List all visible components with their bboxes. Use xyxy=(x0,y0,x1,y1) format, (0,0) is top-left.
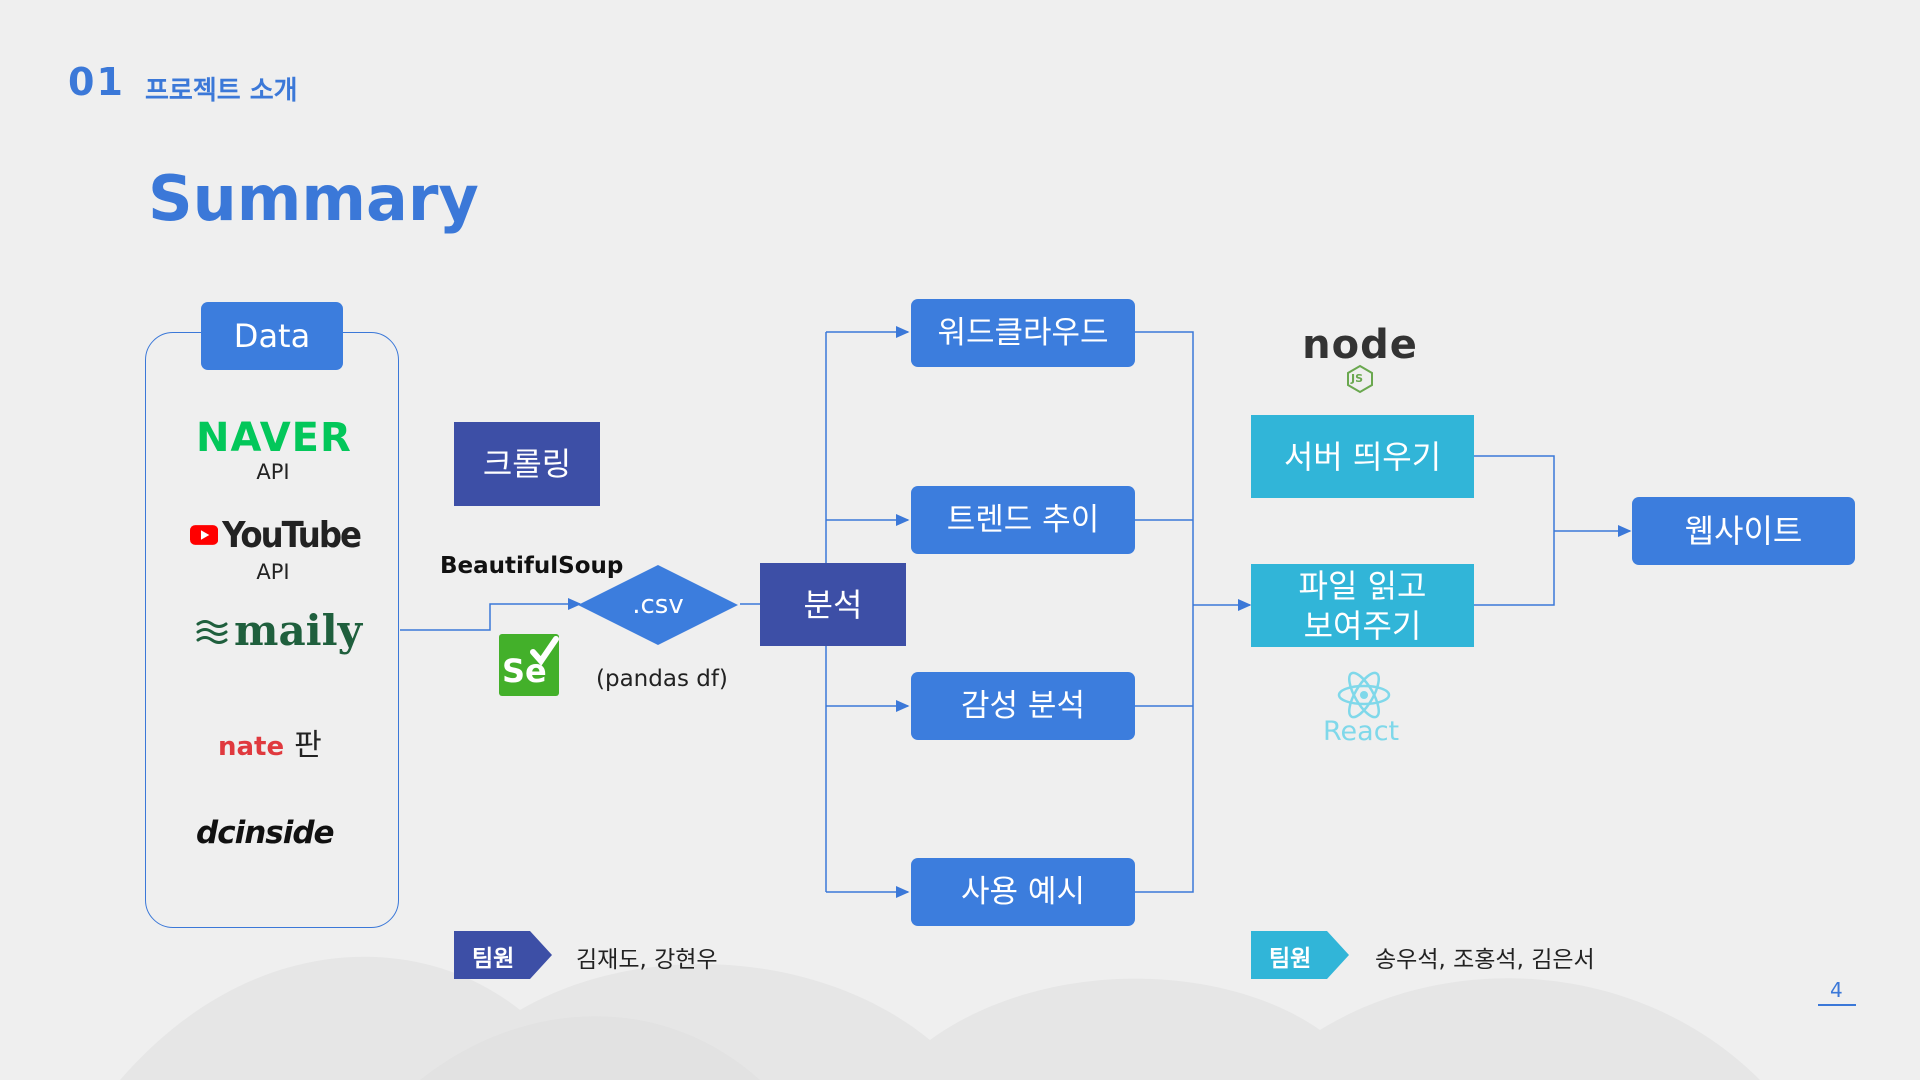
server-box: 서버 띄우기 xyxy=(1251,415,1474,498)
csv-diamond xyxy=(578,565,738,645)
wordcloud-box: 워드클라우드 xyxy=(911,299,1135,367)
maily-logo: maily xyxy=(196,606,362,655)
youtube-api-label: API xyxy=(256,560,290,584)
section-title: 프로젝트 소개 xyxy=(145,76,298,106)
maily-wordmark: maily xyxy=(234,606,362,655)
nodejs-logo: node JS xyxy=(1300,322,1440,396)
node-js-subtext: JS xyxy=(1351,372,1364,385)
naver-api-label: API xyxy=(256,460,290,484)
selenium-check-icon xyxy=(530,636,559,666)
react-atom-icon xyxy=(1337,671,1391,719)
file-display-box: 파일 읽고 보여주기 xyxy=(1251,564,1474,647)
team-right-members: 송우석, 조홍석, 김은서 xyxy=(1375,947,1595,973)
page-number: 4 xyxy=(1830,978,1843,1002)
sentiment-box: 감성 분석 xyxy=(911,672,1135,740)
node-wordmark: node xyxy=(1302,322,1418,368)
team-left-tag-shape xyxy=(454,931,552,979)
maily-waves-icon xyxy=(196,619,228,644)
team-right-tag: 팀원 xyxy=(1269,946,1312,972)
csv-label: .csv xyxy=(632,589,684,620)
website-box: 웹사이트 xyxy=(1632,497,1855,565)
analysis-box: 분석 xyxy=(760,563,906,646)
team-right-tag-shape xyxy=(1251,931,1349,979)
youtube-play-icon xyxy=(190,525,219,545)
team-left-tag: 팀원 xyxy=(472,946,515,972)
usage-example-box: 사용 예시 xyxy=(911,858,1135,926)
page-number-underline xyxy=(1818,1004,1856,1006)
nate-wordmark: nate xyxy=(218,732,285,762)
dcinside-logo: dcinside xyxy=(196,815,335,851)
beautifulsoup-logo: BeautifulSoup xyxy=(440,553,624,579)
selenium-text: Se xyxy=(502,652,547,690)
nate-pan-text: 판 xyxy=(294,728,322,763)
crawling-box: 크롤링 xyxy=(454,422,600,506)
youtube-wordmark: YouTube xyxy=(222,514,362,556)
team-left-members: 김재도, 강현우 xyxy=(576,947,718,973)
nodejs-hexagon-icon xyxy=(1347,364,1373,394)
selenium-logo: Se xyxy=(499,634,559,696)
react-label: React xyxy=(1323,716,1400,747)
page-title: Summary xyxy=(148,162,479,235)
naver-logo: NAVER xyxy=(196,415,352,461)
youtube-logo: YouTube xyxy=(190,512,362,558)
trend-box: 트렌드 추이 xyxy=(911,486,1135,554)
data-label: Data xyxy=(201,302,343,370)
nate-pan-logo: nate 판 xyxy=(218,720,322,764)
csv-caption: (pandas df) xyxy=(596,666,728,692)
section-number: 01 xyxy=(68,60,125,104)
